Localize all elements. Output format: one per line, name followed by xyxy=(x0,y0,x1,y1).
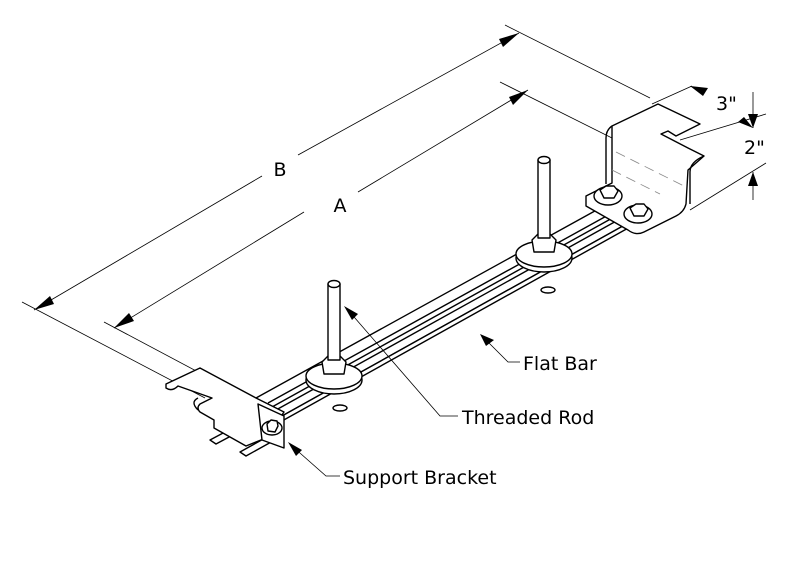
leader-line xyxy=(291,445,340,477)
callout-flat-bar: Flat Bar xyxy=(480,334,597,375)
threaded-rod-right xyxy=(515,155,573,273)
bolt-underside xyxy=(332,404,348,412)
dim-line-a-left xyxy=(113,211,305,329)
hex-bolt-head-icon xyxy=(599,185,619,199)
dim-line-b-left xyxy=(33,175,263,311)
dimension-height: 3" 2" xyxy=(651,85,767,211)
bolt-underside xyxy=(540,286,556,294)
extension-line-b-right xyxy=(504,24,651,99)
dimension-label-b: B xyxy=(273,159,286,181)
support-bracket-right xyxy=(585,103,705,235)
arrowhead-b-left xyxy=(34,296,54,310)
bracket-right-bend xyxy=(605,125,613,184)
arrowhead-a-right xyxy=(509,90,528,105)
leader-arrowhead xyxy=(480,334,494,346)
dim-line-b-right xyxy=(297,32,520,156)
callout-support-bracket: Support Bracket xyxy=(288,442,497,489)
arrowhead-3in xyxy=(748,114,758,128)
extension-line-top xyxy=(651,85,693,105)
rod-top xyxy=(537,155,551,165)
arrowhead-3in-top xyxy=(690,86,708,96)
hex-bolt-head-icon xyxy=(266,419,279,433)
arrowhead-3in-diag xyxy=(738,117,753,128)
threaded-rod-left xyxy=(305,279,363,395)
leader-line xyxy=(483,337,520,363)
callout-label-threaded-rod: Threaded Rod xyxy=(461,407,594,429)
bracket-hidden-line xyxy=(611,169,661,195)
dimension-label-3in: 3" xyxy=(716,93,737,115)
extension-line-bottom xyxy=(689,162,767,211)
bracket-hidden-line xyxy=(615,151,685,187)
bracket-left-top-flange xyxy=(165,367,285,447)
dim-line-a-right xyxy=(357,89,529,193)
bracket-left-slot xyxy=(193,397,199,411)
callout-label-support-bracket: Support Bracket xyxy=(343,467,497,489)
rod-top xyxy=(327,279,341,289)
extension-line-a-right xyxy=(499,81,617,141)
dimension-label-a: A xyxy=(334,195,347,217)
rod-shaft xyxy=(537,159,551,239)
arrowhead-b-right xyxy=(499,33,519,47)
callout-label-flat-bar: Flat Bar xyxy=(523,353,597,375)
callout-threaded-rod: Threaded Rod xyxy=(344,306,594,429)
leader-line xyxy=(347,309,458,417)
dimension-label-2in: 2" xyxy=(744,137,765,159)
support-bracket-left xyxy=(165,367,285,457)
bracket-right-outer-bend xyxy=(689,155,705,204)
rod-shaft xyxy=(327,283,341,361)
dimension-a: A xyxy=(103,81,617,391)
arrowhead-a-left xyxy=(114,313,134,328)
hex-bolt-head-icon xyxy=(629,203,649,217)
